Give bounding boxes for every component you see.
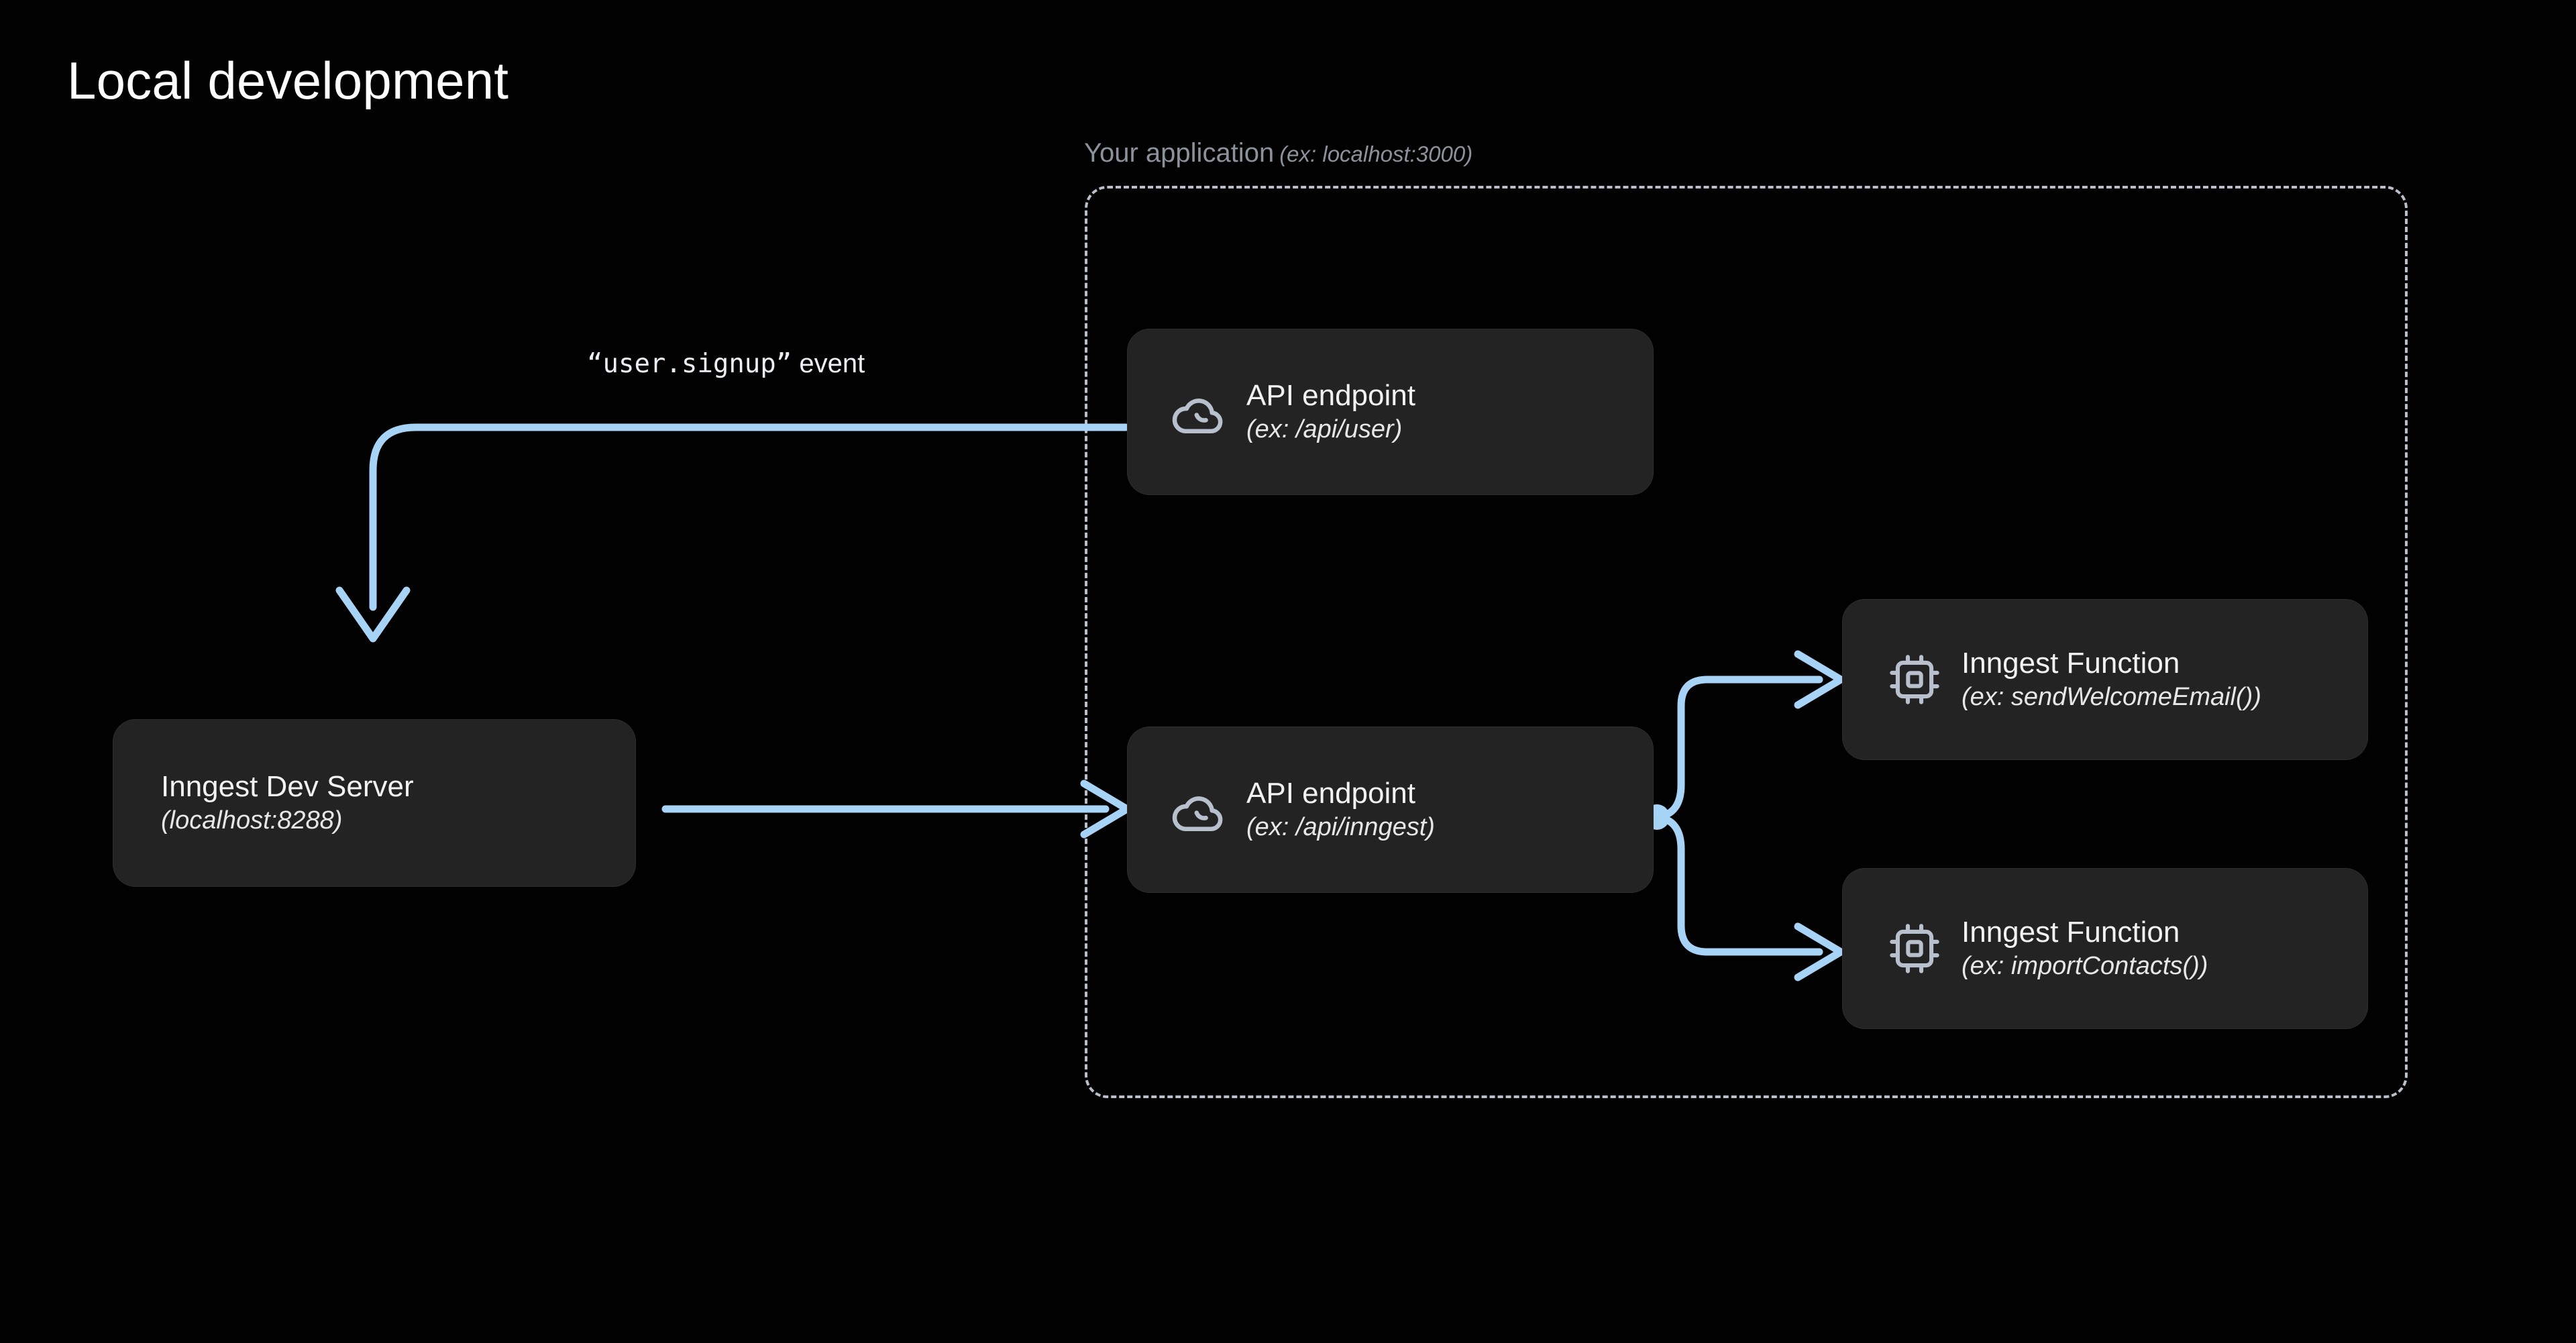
node-title: API endpoint	[1246, 378, 1415, 412]
application-group-label: Your application(ex: localhost:3000)	[1084, 140, 1472, 166]
chip-icon	[1882, 916, 1947, 981]
node-api-endpoint-user[interactable]: API endpoint (ex: /api/user)	[1127, 329, 1654, 495]
node-labels: API endpoint (ex: /api/inngest)	[1246, 777, 1435, 843]
node-inngest-function-import-contacts[interactable]: Inngest Function (ex: importContacts())	[1842, 868, 2368, 1029]
node-labels: Inngest Function (ex: importContacts())	[1962, 916, 2208, 981]
cloud-icon	[1167, 777, 1232, 842]
edge-devserver-to-api	[661, 780, 1131, 839]
node-title: Inngest Function	[1962, 915, 2180, 949]
event-label-word: event	[799, 349, 865, 378]
chip-icon	[1882, 647, 1947, 712]
event-name-code: “user.signup”	[587, 349, 792, 379]
node-title: Inngest Dev Server	[161, 769, 414, 803]
application-boundary	[1085, 186, 2408, 1098]
node-subtitle: (ex: /api/inngest)	[1246, 813, 1435, 842]
node-inngest-function-send-welcome-email[interactable]: Inngest Function (ex: sendWelcomeEmail()…	[1842, 599, 2368, 760]
node-title: API endpoint	[1246, 776, 1415, 810]
node-labels: Inngest Function (ex: sendWelcomeEmail()…	[1962, 647, 2261, 712]
node-subtitle: (ex: /api/user)	[1246, 415, 1403, 444]
node-api-endpoint-inngest[interactable]: API endpoint (ex: /api/inngest)	[1127, 727, 1654, 893]
node-subtitle: (ex: sendWelcomeEmail())	[1962, 683, 2261, 712]
node-inngest-dev-server[interactable]: Inngest Dev Server (localhost:8288)	[113, 719, 636, 887]
node-labels: API endpoint (ex: /api/user)	[1246, 379, 1415, 445]
node-subtitle: (ex: importContacts())	[1962, 952, 2208, 981]
application-group-label-sub: (ex: localhost:3000)	[1279, 142, 1473, 166]
event-edge-label: “user.signup” event	[587, 350, 865, 377]
page-title: Local development	[67, 51, 509, 110]
cloud-icon	[1167, 380, 1232, 444]
edge-event-signup	[335, 423, 1130, 643]
node-labels: Inngest Dev Server (localhost:8288)	[161, 770, 414, 836]
node-subtitle: (localhost:8288)	[161, 806, 343, 835]
application-group-label-main: Your application	[1084, 138, 1275, 168]
node-title: Inngest Function	[1962, 646, 2180, 680]
